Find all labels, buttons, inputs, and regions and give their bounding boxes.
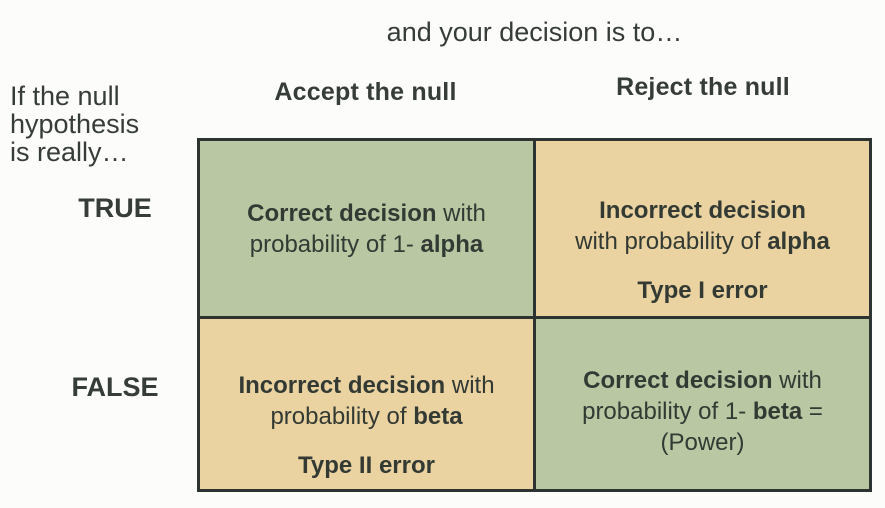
row-axis-label: If the null hypothesis is really… bbox=[10, 82, 139, 166]
text-segment-bold: Incorrect decision bbox=[599, 197, 806, 224]
cell-true-accept: Correct decision with probability of 1- … bbox=[200, 141, 533, 316]
text-segment: with probability of bbox=[575, 228, 768, 255]
cell-false-reject: Correct decision with probability of 1- … bbox=[536, 319, 869, 489]
text-segment-bold: beta bbox=[413, 403, 463, 430]
type-two-error-label: Type II error bbox=[298, 452, 435, 479]
text-segment-bold: beta bbox=[752, 397, 803, 425]
column-header-accept-null: Accept the null bbox=[274, 78, 457, 106]
type-one-error-label: Type I error bbox=[637, 277, 768, 304]
text-segment: with bbox=[772, 366, 822, 394]
text-segment-bold: alpha bbox=[420, 230, 484, 258]
row-label-false: FALSE bbox=[71, 372, 159, 402]
row-axis-label-line2: hypothesis bbox=[10, 109, 140, 139]
cell-text-line: Correct decision with bbox=[583, 365, 822, 396]
decision-matrix: Correct decision with probability of 1- … bbox=[197, 138, 872, 492]
text-segment-bold: Incorrect decision bbox=[238, 372, 446, 399]
cell-text-line: Incorrect decision with bbox=[238, 370, 494, 401]
text-segment-bold: Correct decision bbox=[583, 366, 773, 394]
text-segment: probability of 1- bbox=[582, 397, 753, 425]
text-segment: probability of bbox=[270, 403, 414, 430]
row-label-true: TRUE bbox=[78, 193, 152, 223]
cell-text-line: probability of beta bbox=[270, 401, 462, 432]
text-segment-bold: alpha bbox=[767, 228, 830, 255]
cell-false-accept: Incorrect decision with probability of b… bbox=[200, 319, 533, 489]
text-segment-bold: Correct decision bbox=[247, 199, 437, 227]
cell-true-reject: Incorrect decision with probability of a… bbox=[536, 141, 869, 316]
row-axis-label-line1: If the null bbox=[10, 81, 120, 111]
text-segment: probability of 1- bbox=[249, 230, 421, 258]
power-label: (Power) bbox=[660, 428, 745, 456]
text-segment: with bbox=[436, 199, 486, 227]
cell-text-line: with probability of alpha bbox=[575, 226, 830, 257]
cell-text-line: probability of 1- beta = bbox=[582, 396, 823, 427]
text-segment: = bbox=[802, 397, 823, 425]
decision-axis-title: and your decision is to… bbox=[386, 17, 683, 47]
column-header-reject-null: Reject the null bbox=[616, 73, 790, 101]
cell-text-line: Incorrect decision bbox=[599, 195, 806, 226]
cell-text-line: Correct decision with bbox=[247, 198, 486, 229]
cell-text-line: probability of 1- alpha bbox=[250, 229, 483, 260]
text-segment: with bbox=[445, 372, 495, 399]
row-axis-label-line3: is really… bbox=[10, 137, 129, 167]
